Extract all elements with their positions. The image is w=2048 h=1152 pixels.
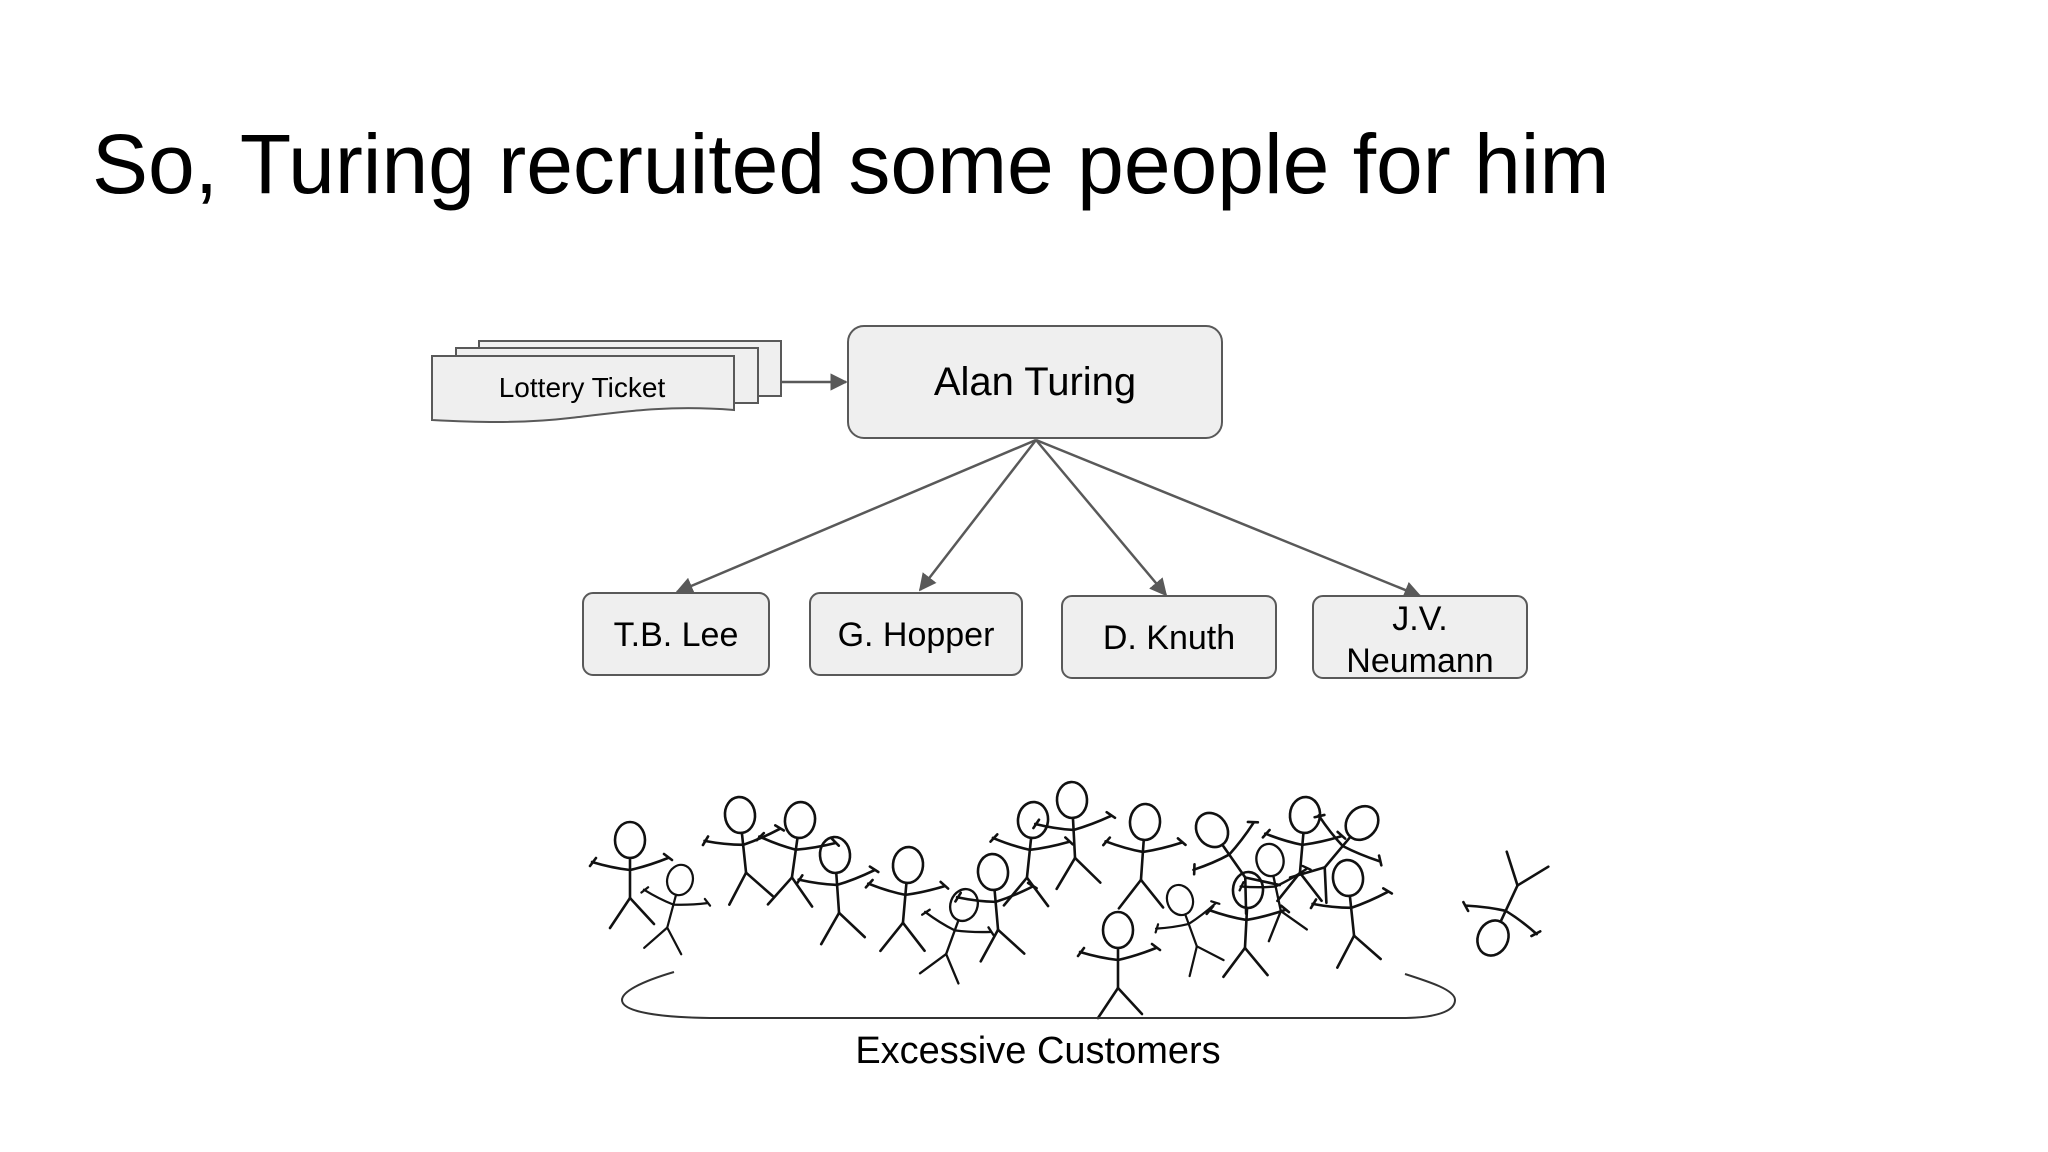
- stick-figure: [1154, 883, 1225, 978]
- stick-figure: [755, 800, 841, 908]
- tb-lee-box: [582, 592, 770, 676]
- ticket-front-sheet: [431, 355, 735, 423]
- edge-to-d-knuth: [1035, 439, 1168, 597]
- alan-turing-label: Alan Turing: [934, 360, 1136, 404]
- edge-to-tb-lee: [675, 438, 1037, 594]
- customer-crowd: [588, 780, 1550, 1020]
- d-knuth-box: [1061, 595, 1277, 679]
- stick-figure: [1261, 795, 1347, 903]
- stick-figure: [864, 845, 950, 953]
- edge-to-jv-neumann: [1035, 438, 1422, 599]
- stick-figure: [588, 820, 674, 930]
- tb-lee-node: T.B. Lee: [582, 592, 770, 676]
- d-knuth-label: D. Knuth: [1103, 619, 1235, 657]
- crowd-brace: [620, 971, 1457, 1019]
- jv-neumann-box: [1312, 595, 1528, 679]
- alan-turing-node: Alan Turing: [847, 325, 1223, 439]
- d-knuth-node: D. Knuth: [1061, 595, 1277, 679]
- stick-figure: [1462, 850, 1550, 957]
- tb-lee-label: T.B. Lee: [614, 616, 739, 654]
- slide-title: So, Turing recruited some people for him: [92, 117, 1610, 211]
- jv-neumann-label-line2: Neumann: [1346, 642, 1493, 680]
- stick-figure: [795, 835, 880, 946]
- jv-neumann-node: J.V. Neumann: [1312, 595, 1528, 680]
- stick-figure: [1192, 811, 1282, 915]
- lottery-ticket-label: Lottery Ticket: [499, 372, 666, 403]
- stick-figure: [1076, 910, 1162, 1020]
- stick-figure: [1205, 870, 1291, 979]
- g-hopper-node: G. Hopper: [809, 592, 1023, 676]
- edge-to-g-hopper: [918, 439, 1037, 592]
- stick-figure: [1309, 858, 1394, 969]
- g-hopper-box: [809, 592, 1023, 676]
- stick-figure: [1032, 780, 1117, 891]
- jv-neumann-label-line1: J.V.: [1392, 600, 1447, 638]
- stick-figure: [989, 800, 1074, 908]
- stick-figure: [640, 863, 712, 956]
- stick-figure: [1101, 802, 1187, 910]
- stick-figure: [918, 887, 995, 985]
- g-hopper-label: G. Hopper: [838, 616, 995, 654]
- lottery-ticket-stack: Lottery Ticket: [431, 340, 782, 423]
- stick-figure: [1238, 842, 1312, 943]
- crowd-caption: Excessive Customers: [855, 1030, 1220, 1072]
- stick-figure: [701, 795, 786, 906]
- alan-turing-box: [847, 325, 1223, 439]
